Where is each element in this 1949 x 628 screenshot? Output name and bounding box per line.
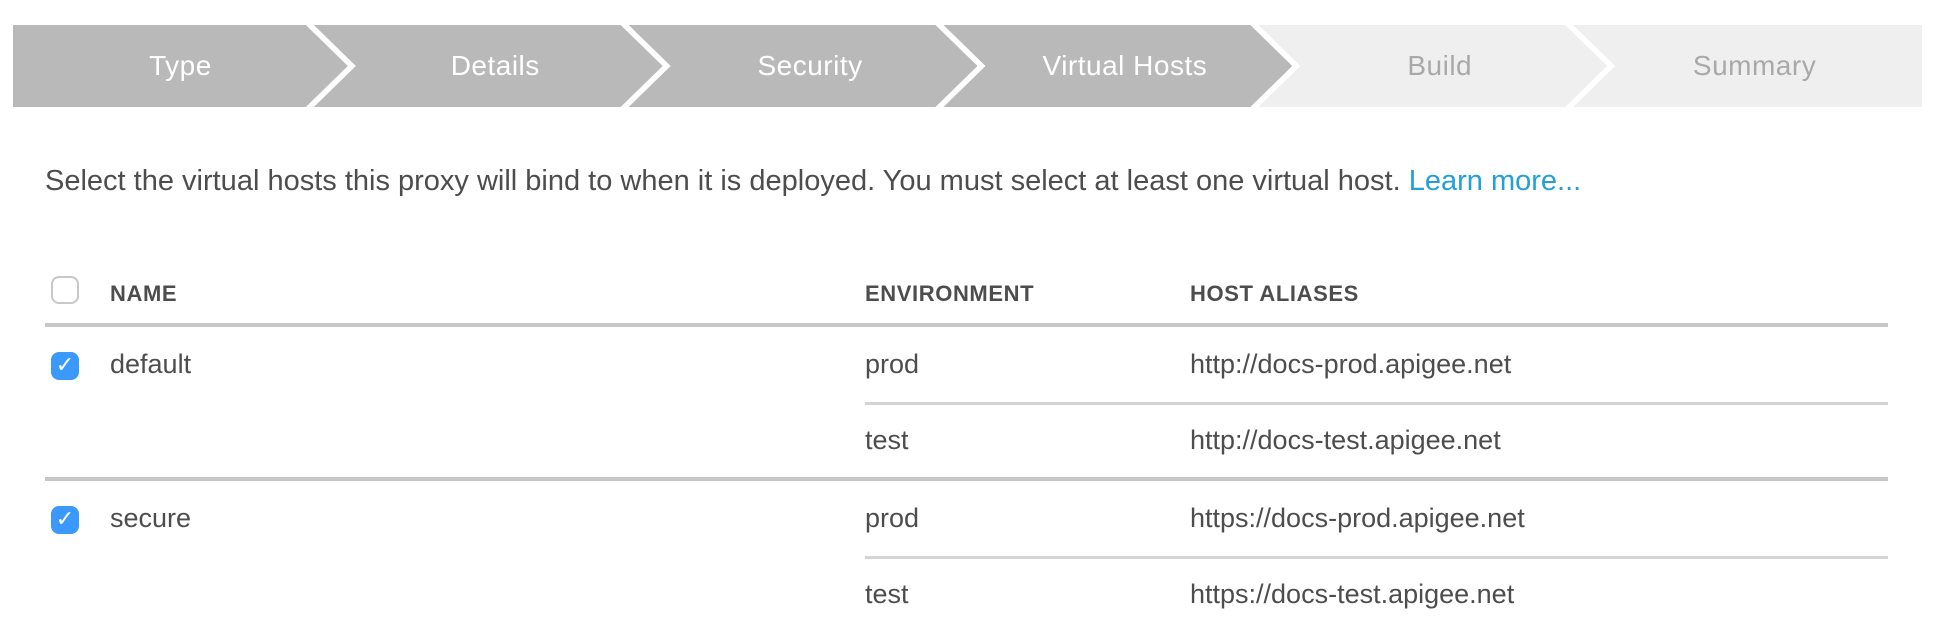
- wizard-stepper: Type Details Security Virtual Hosts Buil…: [13, 25, 1922, 107]
- learn-more-link[interactable]: Learn more...: [1408, 165, 1582, 197]
- step-virtual-hosts[interactable]: Virtual Hosts: [943, 25, 1292, 107]
- step-security[interactable]: Security: [629, 25, 978, 107]
- step-details[interactable]: Details: [314, 25, 663, 107]
- column-header-host-aliases: HOST ALIASES: [1190, 280, 1359, 306]
- virtual-host-name: default: [110, 348, 192, 379]
- host-alias-value: http://docs-test.apigee.net: [1190, 401, 1888, 477]
- environment-value: test: [865, 555, 1190, 628]
- instruction-text: Select the virtual hosts this proxy will…: [45, 163, 1909, 201]
- select-all-checkbox[interactable]: [51, 276, 79, 305]
- virtual-host-name: secure: [110, 502, 192, 533]
- table-row-group-secure: ✓ secure prod https://docs-prod.apigee.n…: [45, 481, 1888, 628]
- row-checkbox-cell: ✓: [45, 503, 110, 534]
- row-checkbox-default[interactable]: ✓: [51, 351, 79, 380]
- checkmark-icon: ✓: [55, 505, 75, 531]
- checkmark-icon: ✓: [55, 351, 75, 377]
- column-header-environment: ENVIRONMENT: [865, 280, 1035, 306]
- row-checkbox-cell: ✓: [45, 349, 110, 380]
- step-build: Build: [1258, 25, 1607, 107]
- step-summary: Summary: [1573, 25, 1922, 107]
- header-checkbox-cell: [45, 276, 110, 311]
- table-header-row: NAME ENVIRONMENT HOST ALIASES: [45, 265, 1888, 327]
- host-alias-value: https://docs-test.apigee.net: [1190, 555, 1888, 628]
- host-alias-value: http://docs-prod.apigee.net: [1190, 348, 1512, 379]
- step-type[interactable]: Type: [13, 25, 348, 107]
- column-header-name: NAME: [110, 280, 178, 306]
- table-row: test http://docs-test.apigee.net: [45, 401, 1888, 477]
- environment-value: test: [865, 401, 1190, 477]
- host-alias-value: https://docs-prod.apigee.net: [1190, 502, 1525, 533]
- row-checkbox-secure[interactable]: ✓: [51, 505, 79, 534]
- virtual-hosts-table: NAME ENVIRONMENT HOST ALIASES ✓ default …: [45, 265, 1888, 628]
- environment-value: prod: [865, 348, 920, 379]
- table-row: ✓ secure prod https://docs-prod.apigee.n…: [45, 481, 1888, 556]
- table-row: ✓ default prod http://docs-prod.apigee.n…: [45, 327, 1888, 402]
- table-row-group-default: ✓ default prod http://docs-prod.apigee.n…: [45, 327, 1888, 481]
- table-row: test https://docs-test.apigee.net: [45, 555, 1888, 628]
- environment-value: prod: [865, 502, 920, 533]
- instruction-sentence: Select the virtual hosts this proxy will…: [45, 165, 1401, 197]
